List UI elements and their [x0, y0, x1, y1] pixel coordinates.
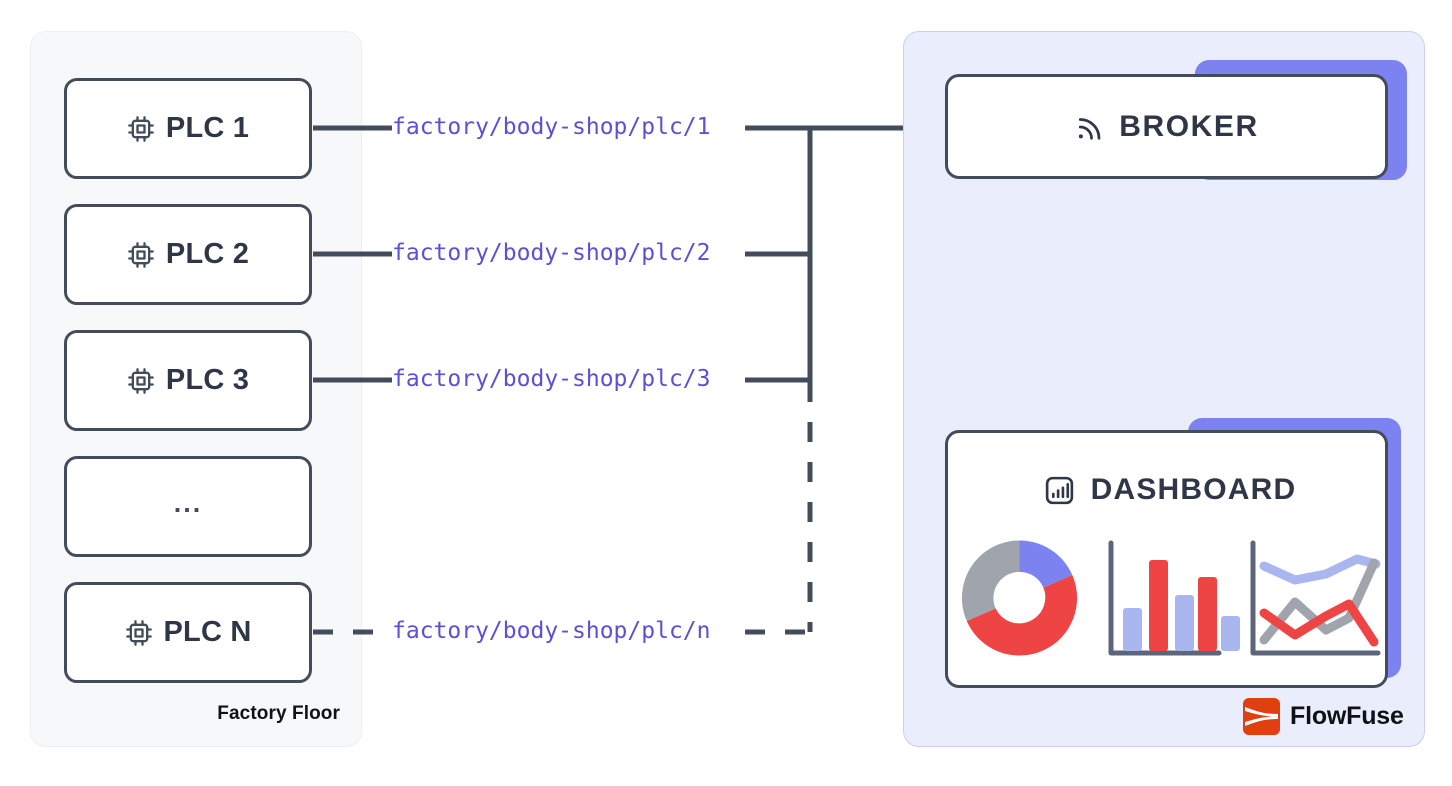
bar-2	[1148, 560, 1168, 651]
bar-4	[1197, 577, 1217, 651]
flowfuse-wordmark: FlowFuse	[1290, 702, 1404, 730]
bar-1	[1122, 608, 1142, 651]
donut-chart	[961, 540, 1077, 656]
plc-node-2[interactable]: PLC 2	[64, 204, 312, 305]
dashboard-header: DASHBOARD	[948, 473, 1391, 507]
cpu-icon	[125, 619, 153, 647]
bar-chart-icon	[1043, 474, 1076, 507]
flowfuse-logo-icon	[1243, 698, 1280, 735]
broadcast-icon	[1074, 112, 1104, 142]
plc-node-ellipsis: ...	[64, 456, 312, 557]
plc-node-1-label: PLC 1	[165, 112, 250, 144]
topic-label-plc1: factory/body-shop/plc/1	[392, 114, 711, 140]
line-series-gray	[1259, 558, 1378, 645]
donut-slice-red	[966, 574, 1077, 656]
bar-chart	[1108, 540, 1240, 656]
bar-5	[1220, 616, 1240, 651]
plc-node-1[interactable]: PLC 1	[64, 78, 312, 179]
cpu-icon	[127, 367, 155, 395]
topic-label-plc3: factory/body-shop/plc/3	[392, 366, 711, 392]
plc-node-n-label: PLC N	[163, 616, 252, 648]
dashboard-charts	[948, 526, 1391, 661]
plc-node-ellipsis-label: ...	[173, 488, 203, 518]
donut-slice-gray	[961, 540, 1019, 622]
line-series-red	[1259, 599, 1378, 647]
topic-label-plcn: factory/body-shop/plc/n	[392, 618, 711, 644]
flowfuse-brand: FlowFuse	[1243, 698, 1404, 735]
plc-node-2-label: PLC 2	[165, 238, 250, 270]
dashboard-node[interactable]: DASHBOARD	[945, 430, 1388, 688]
donut-slice-blue	[1019, 540, 1072, 588]
plc-node-3-label: PLC 3	[165, 364, 250, 396]
plc-node-3[interactable]: PLC 3	[64, 330, 312, 431]
cpu-icon	[127, 115, 155, 143]
cpu-icon	[127, 241, 155, 269]
factory-floor-label: Factory Floor	[217, 703, 340, 724]
broker-node[interactable]: BROKER	[945, 74, 1388, 179]
plc-node-n[interactable]: PLC N	[64, 582, 312, 683]
topic-label-plc2: factory/body-shop/plc/2	[392, 240, 711, 266]
broker-label: BROKER	[1119, 109, 1259, 143]
dashboard-label: DASHBOARD	[1090, 473, 1297, 506]
bar-3	[1174, 595, 1194, 651]
line-chart	[1250, 540, 1380, 656]
line-series-blue	[1259, 554, 1380, 585]
